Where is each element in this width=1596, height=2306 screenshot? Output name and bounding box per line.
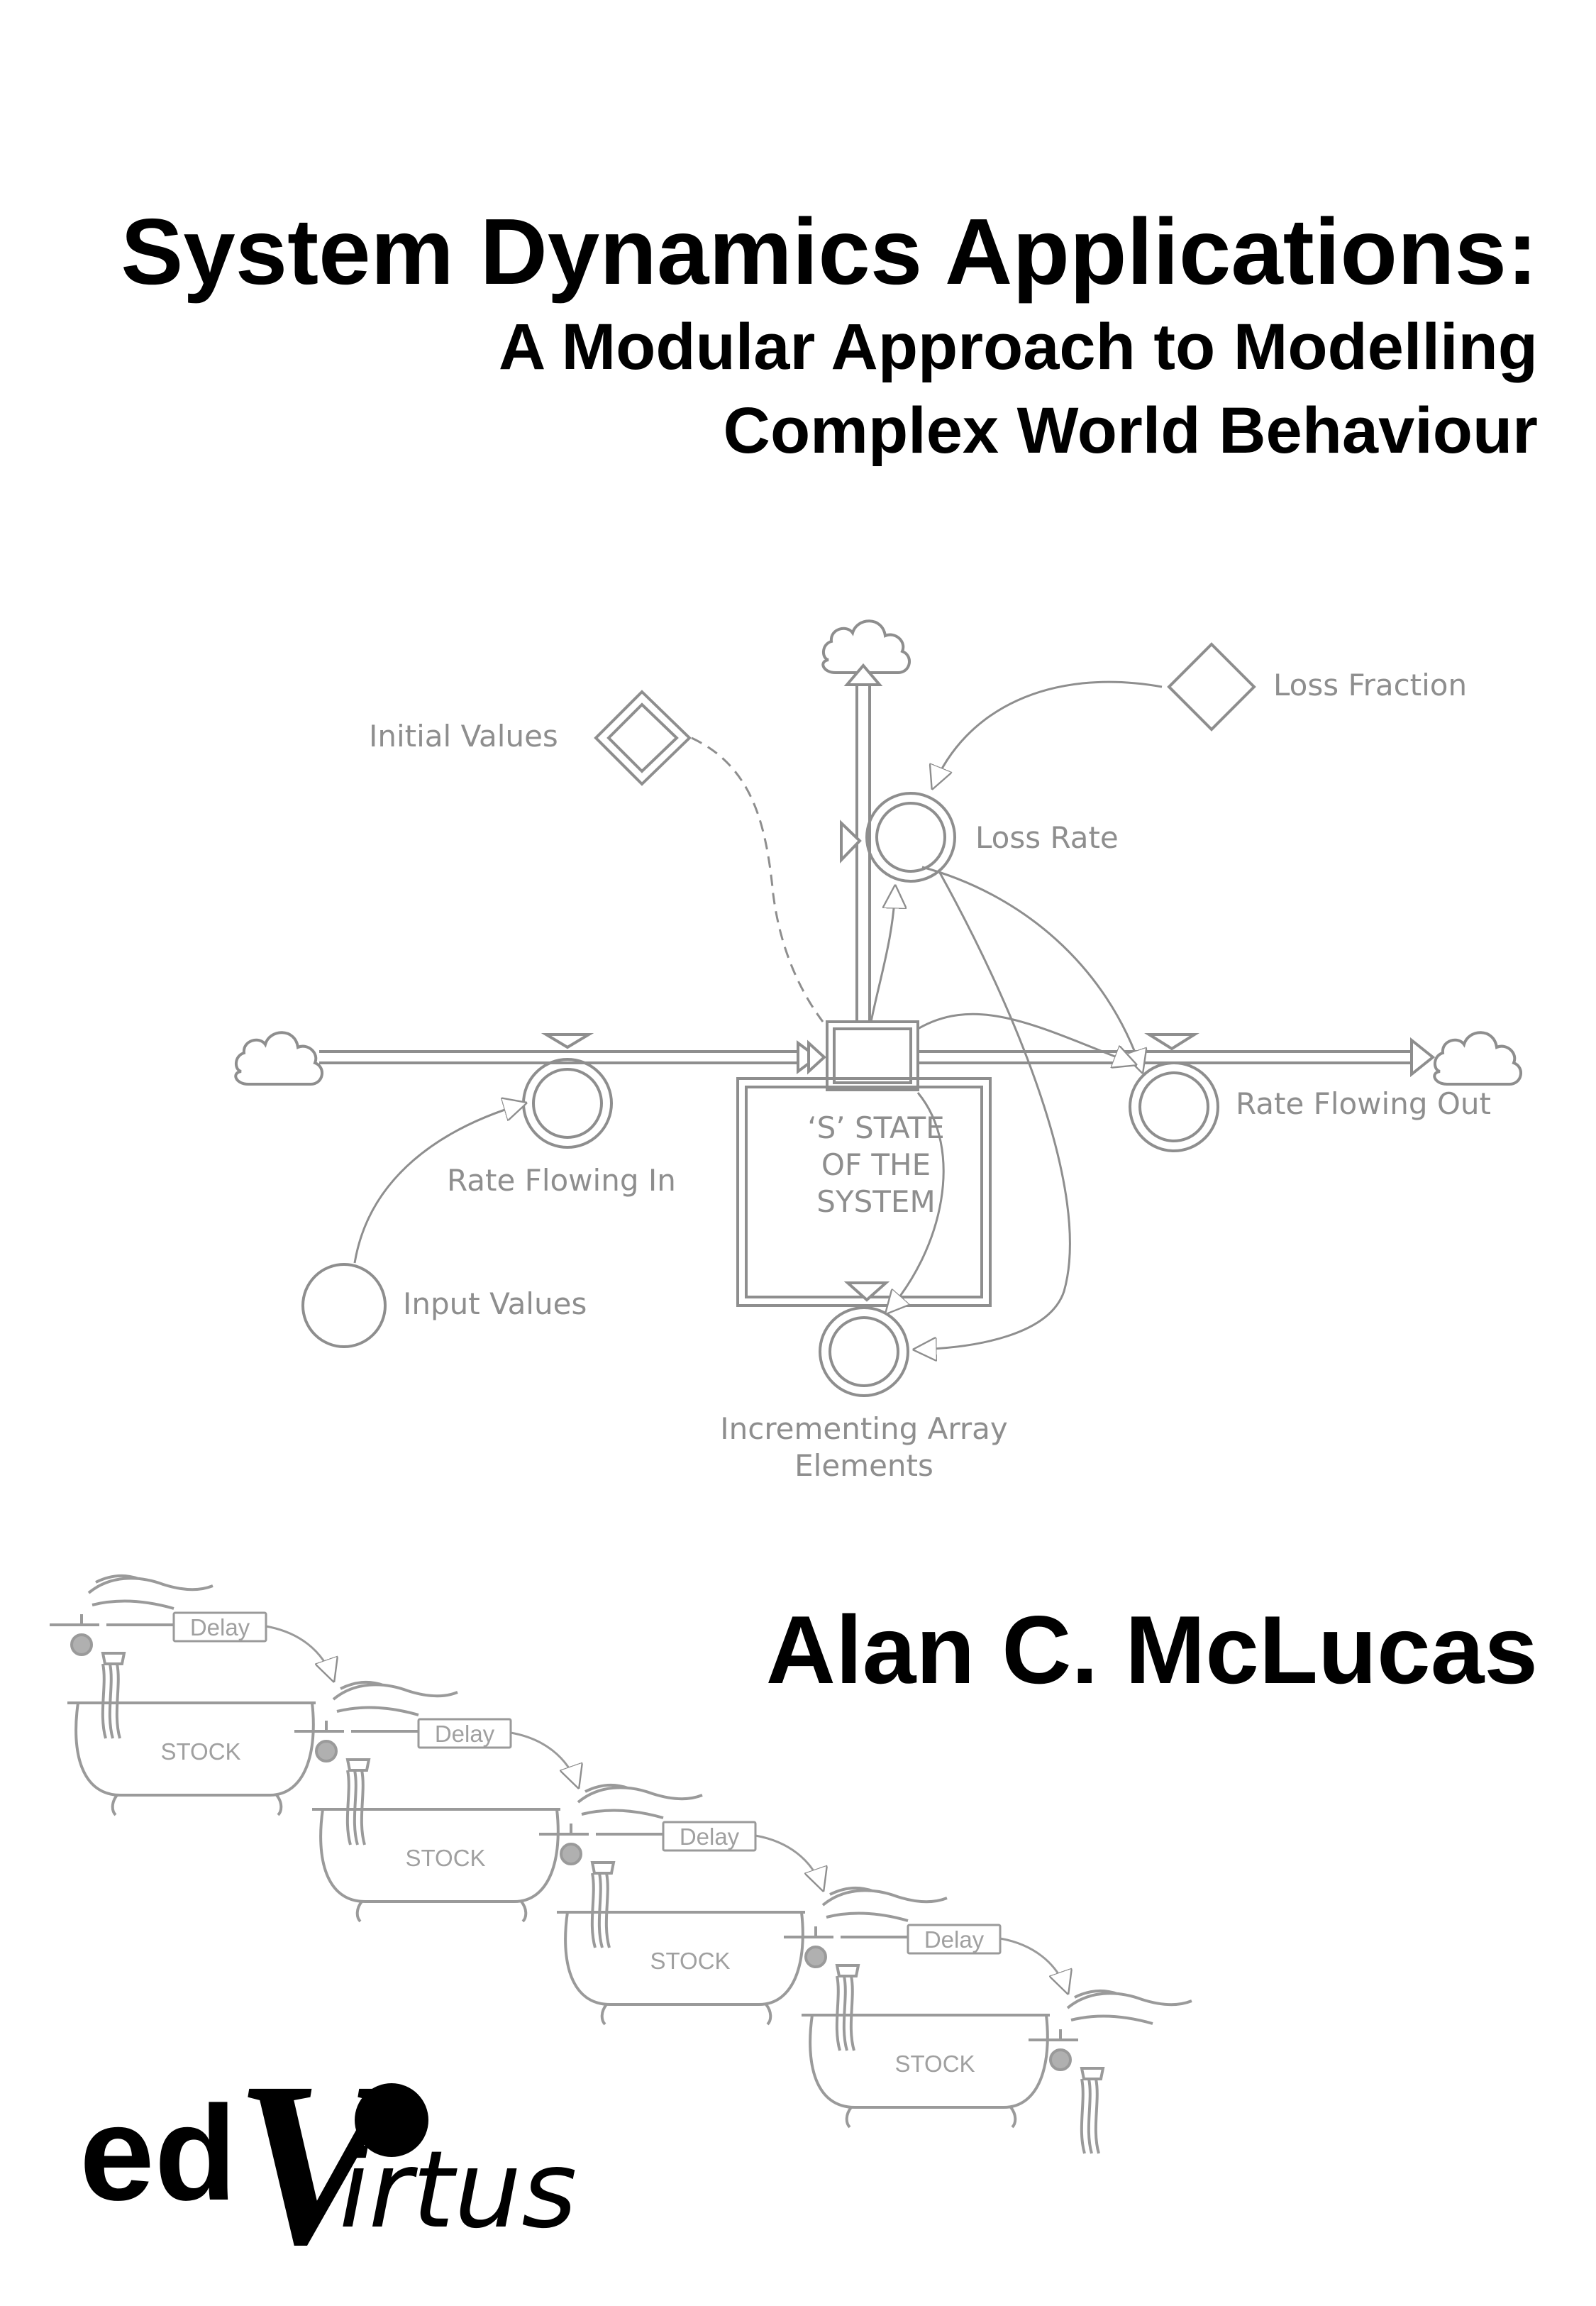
stock-label: STOCK <box>650 1948 730 1974</box>
delay-label: Delay <box>190 1614 250 1640</box>
label-rate-flowing-in: Rate Flowing In <box>447 1163 676 1198</box>
cloud-icon <box>234 1031 323 1086</box>
initial-values-diamond <box>594 690 692 786</box>
publisher-logo: ed V irtus <box>79 2034 577 2293</box>
logo-irtus: irtus <box>339 2129 577 2252</box>
loss-fraction-diamond <box>1167 642 1256 732</box>
bathtub-icon <box>802 2014 1050 2109</box>
book-subtitle-line1: A Modular Approach to Modelling <box>498 311 1538 383</box>
stock-label: STOCK <box>405 1845 485 1871</box>
hand-icon <box>821 1886 948 1922</box>
tub-group: Delay STOCK <box>539 1783 823 2026</box>
label-incrementing-line2: Elements <box>794 1448 933 1483</box>
state-of-system-box <box>736 1077 992 1307</box>
label-loss-rate: Loss Rate <box>975 820 1119 855</box>
tub-group: Delay STOCK <box>784 1886 1068 2129</box>
book-title: System Dynamics Applications: <box>121 199 1538 304</box>
author-name: Alan C. McLucas <box>765 1596 1538 1704</box>
label-stock-line3: SYSTEM <box>816 1184 935 1219</box>
bathtub-cascade: Delay STOCK Delay STOCK <box>50 1574 1192 2154</box>
hand-icon <box>577 1783 703 1819</box>
delay-label: Delay <box>680 1824 740 1850</box>
label-incrementing-line1: Incrementing Array <box>720 1411 1008 1446</box>
label-stock-line1: ‘S’ STATE <box>807 1110 944 1145</box>
delay-label: Delay <box>435 1721 495 1747</box>
book-subtitle-line2: Complex World Behaviour <box>723 395 1538 467</box>
bathtub-icon <box>67 1701 316 1797</box>
logo-dot <box>355 2083 428 2157</box>
logo-v: V <box>234 2034 410 2293</box>
bathtub-icon <box>557 1911 805 2006</box>
rate-flowing-out-circle <box>1129 1061 1219 1152</box>
cloud-icon <box>1433 1031 1522 1086</box>
label-input-values: Input Values <box>403 1286 587 1321</box>
label-rate-flowing-out: Rate Flowing Out <box>1236 1086 1491 1121</box>
stock-label: STOCK <box>894 2051 975 2077</box>
label-stock-line2: OF THE <box>821 1147 931 1182</box>
bathtub-icon <box>312 1808 560 1903</box>
title-block: System Dynamics Applications: A Modular … <box>121 199 1538 473</box>
loss-rate-circle <box>865 792 956 883</box>
incrementing-array-circle <box>819 1306 909 1397</box>
hand-icon <box>332 1680 458 1716</box>
label-loss-fraction: Loss Fraction <box>1273 668 1467 702</box>
stock-label: STOCK <box>160 1738 240 1765</box>
logo-ed: ed <box>79 2078 237 2229</box>
label-initial-values: Initial Values <box>369 719 558 754</box>
rate-flowing-in-circle <box>522 1058 613 1149</box>
tub-group: Delay STOCK <box>294 1680 578 1923</box>
hand-icon <box>87 1574 214 1610</box>
delay-label: Delay <box>924 1926 985 1953</box>
final-tap-icon <box>1029 1989 1192 2154</box>
cloud-icon <box>821 619 911 674</box>
tub-group: Delay STOCK <box>50 1574 333 1816</box>
input-values-circle <box>301 1263 387 1348</box>
